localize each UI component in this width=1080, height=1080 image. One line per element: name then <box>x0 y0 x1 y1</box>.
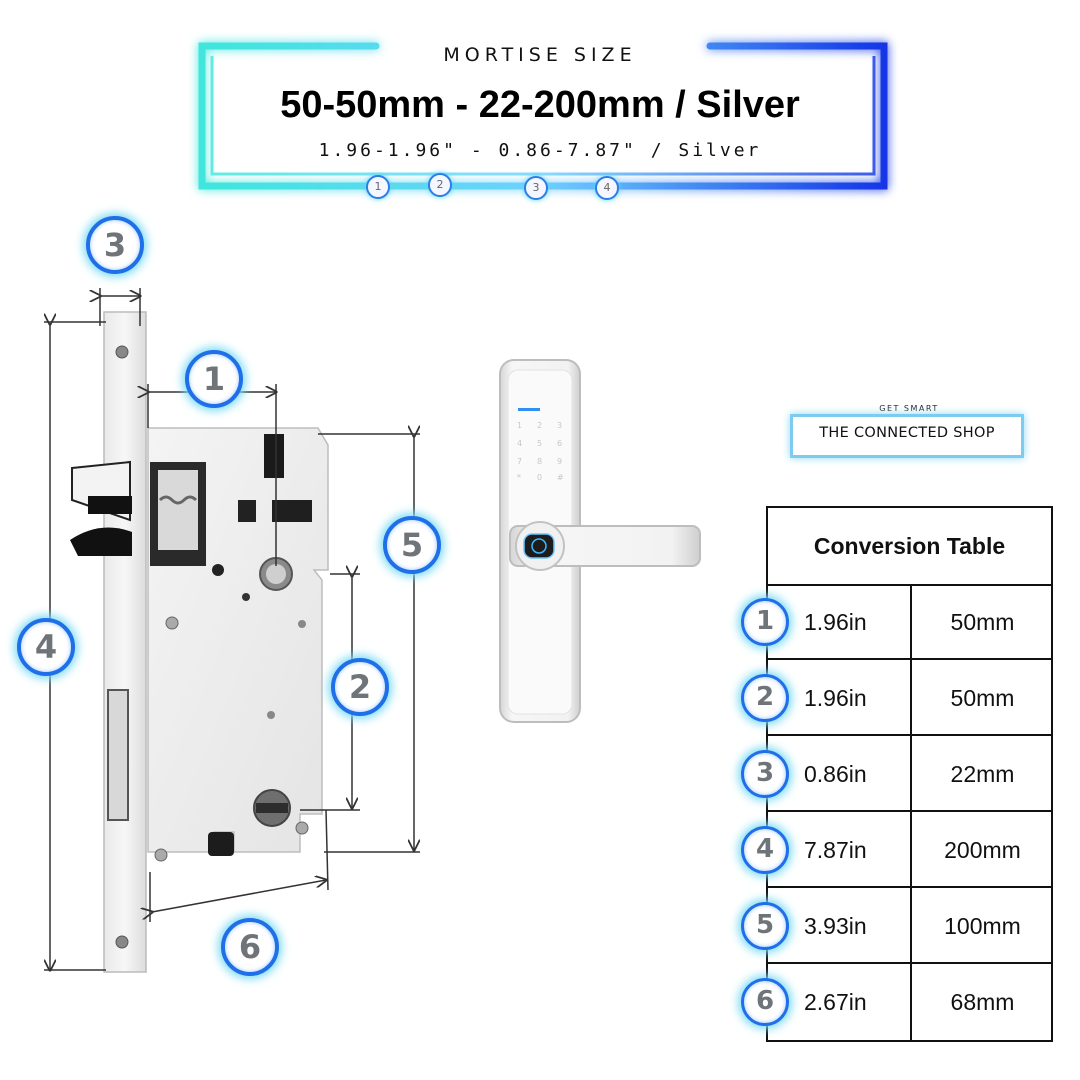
conversion-table: Conversion Table 1.96in 50mm 1.96in 50mm… <box>766 506 1053 1042</box>
brand-name: THE CONNECTED SHOP <box>819 425 995 441</box>
row-mm: 100mm <box>910 888 1053 964</box>
header-label: MORTISE SIZE <box>443 44 637 66</box>
svg-text:0: 0 <box>537 473 542 482</box>
row-inches: 1.96in <box>804 685 867 711</box>
brand-tagline: GET SMART <box>879 404 939 413</box>
svg-text:*: * <box>517 473 521 482</box>
conversion-table-title: Conversion Table <box>768 508 1051 586</box>
row-inches: 1.96in <box>804 609 867 635</box>
table-badge-4: 4 <box>741 826 789 874</box>
diagram-badge-1: 1 <box>185 350 243 408</box>
table-row: 1.96in 50mm <box>768 660 1051 736</box>
row-inches: 2.67in <box>804 989 867 1015</box>
row-inches: 0.86in <box>804 761 867 787</box>
mortise-lock-diagram <box>44 288 420 973</box>
svg-text:4: 4 <box>517 439 522 448</box>
lock-body <box>147 427 329 862</box>
table-badge-1: 1 <box>741 598 789 646</box>
brand-logo: GET SMART THE CONNECTED SHOP <box>790 404 1028 462</box>
row-inches: 3.93in <box>804 913 867 939</box>
header-mini-badge-2: 2 <box>428 173 452 197</box>
table-badge-2: 2 <box>741 674 789 722</box>
diagram-badge-6: 6 <box>221 918 279 976</box>
brand-frame <box>790 414 1024 458</box>
svg-text:1: 1 <box>517 421 522 430</box>
row-mm: 200mm <box>910 812 1053 888</box>
table-row: 7.87in 200mm <box>768 812 1051 888</box>
table-row: 2.67in 68mm <box>768 964 1051 1040</box>
header-title: 50-50mm - 22-200mm / Silver <box>280 84 800 126</box>
svg-text:6: 6 <box>557 439 562 448</box>
table-badge-3: 3 <box>741 750 789 798</box>
row-mm: 68mm <box>910 964 1053 1040</box>
svg-text:3: 3 <box>557 421 562 430</box>
table-row: 3.93in 100mm <box>768 888 1051 964</box>
header-subtitle: 1.96-1.96" - 0.86-7.87" / Silver <box>318 140 762 161</box>
lock-faceplate <box>70 311 147 973</box>
row-mm: 50mm <box>910 660 1053 736</box>
diagram-badge-5: 5 <box>383 516 441 574</box>
header-mini-badge-1: 1 <box>366 175 390 199</box>
row-inches: 7.87in <box>804 837 867 863</box>
table-badge-5: 5 <box>741 902 789 950</box>
svg-text:7: 7 <box>517 457 522 466</box>
svg-text:2: 2 <box>537 421 542 430</box>
svg-text:#: # <box>557 473 564 482</box>
diagram-badge-3: 3 <box>86 216 144 274</box>
svg-text:9: 9 <box>557 457 562 466</box>
header-mini-badge-4: 4 <box>595 176 619 200</box>
svg-text:8: 8 <box>537 457 542 466</box>
table-row: 1.96in 50mm <box>768 584 1051 660</box>
table-badge-6: 6 <box>741 978 789 1026</box>
row-mm: 22mm <box>910 736 1053 812</box>
table-row: 0.86in 22mm <box>768 736 1051 812</box>
smart-lock-product-image: 1 2 3 4 5 6 7 8 9 * 0 # <box>499 359 701 723</box>
header-mini-badge-3: 3 <box>524 176 548 200</box>
diagram-badge-4: 4 <box>17 618 75 676</box>
diagram-badge-2: 2 <box>331 658 389 716</box>
svg-text:5: 5 <box>537 439 542 448</box>
row-mm: 50mm <box>910 584 1053 660</box>
